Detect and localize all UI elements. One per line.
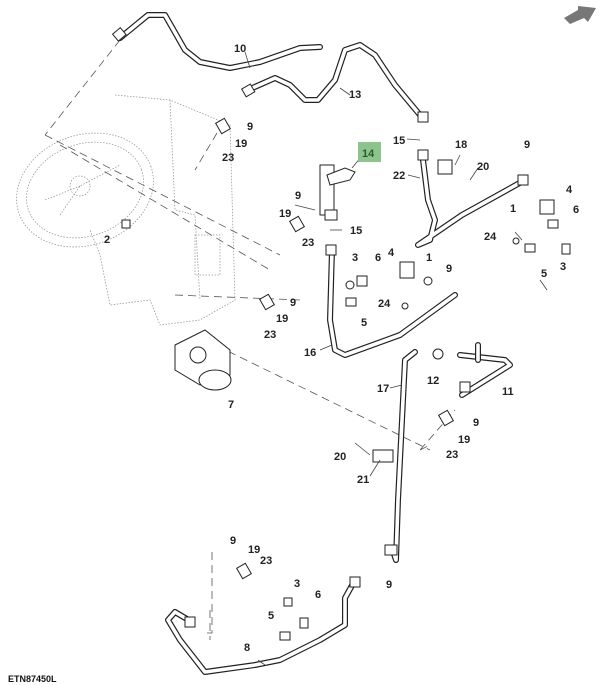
callout-19[interactable]: 19 xyxy=(458,434,470,446)
steering-column-ghost xyxy=(16,94,236,326)
callout-12[interactable]: 12 xyxy=(427,375,439,387)
callout-7[interactable]: 7 xyxy=(228,399,234,411)
callout-9[interactable]: 9 xyxy=(230,535,236,547)
tubes xyxy=(117,12,528,675)
callout-19[interactable]: 19 xyxy=(235,138,247,150)
callout-20[interactable]: 20 xyxy=(334,451,346,463)
callout-5[interactable]: 5 xyxy=(361,317,367,329)
fittings xyxy=(111,27,571,641)
callout-8[interactable]: 8 xyxy=(244,642,250,654)
callout-13[interactable]: 13 xyxy=(349,89,361,101)
callout-23[interactable]: 23 xyxy=(260,555,272,567)
callout-21[interactable]: 21 xyxy=(357,474,369,486)
callout-19[interactable]: 19 xyxy=(248,544,260,556)
callout-5[interactable]: 5 xyxy=(541,268,547,280)
figure-id-label: ETN87450L xyxy=(8,674,57,684)
callout-4[interactable]: 4 xyxy=(388,247,395,259)
callout-6[interactable]: 6 xyxy=(375,252,381,264)
callout-18[interactable]: 18 xyxy=(455,139,467,151)
callout-9[interactable]: 9 xyxy=(446,263,452,275)
callout-11[interactable]: 11 xyxy=(502,386,514,398)
callout-19[interactable]: 19 xyxy=(279,208,291,220)
callout-22[interactable]: 22 xyxy=(393,170,405,182)
callout-23[interactable]: 23 xyxy=(264,329,276,341)
callout-3[interactable]: 3 xyxy=(294,578,300,590)
callout-20[interactable]: 20 xyxy=(477,161,489,173)
arrow-up-right-icon[interactable] xyxy=(562,4,598,26)
callout-9[interactable]: 9 xyxy=(295,190,301,202)
callout-24[interactable]: 24 xyxy=(484,231,497,243)
callout-3[interactable]: 3 xyxy=(560,261,566,273)
callout-10[interactable]: 10 xyxy=(234,43,246,55)
callout-9[interactable]: 9 xyxy=(473,417,479,429)
routing-dashes xyxy=(44,39,456,640)
callout-4[interactable]: 4 xyxy=(566,184,573,196)
callout-14[interactable]: 14 xyxy=(362,148,375,160)
callout-16[interactable]: 16 xyxy=(304,347,316,359)
callout-9[interactable]: 9 xyxy=(524,139,530,151)
callout-1[interactable]: 1 xyxy=(510,203,516,215)
callout-6[interactable]: 6 xyxy=(315,589,321,601)
callout-23[interactable]: 23 xyxy=(302,237,314,249)
callout-2[interactable]: 2 xyxy=(104,234,110,246)
callouts: 10 13 9 19 23 14 15 18 20 22 9 1 4 6 24 … xyxy=(104,43,579,654)
callout-3[interactable]: 3 xyxy=(352,252,358,264)
callout-15[interactable]: 15 xyxy=(350,225,362,237)
callout-17[interactable]: 17 xyxy=(377,383,389,395)
callout-15[interactable]: 15 xyxy=(393,135,405,147)
callout-14-highlight[interactable]: 14 xyxy=(358,142,381,162)
callout-6[interactable]: 6 xyxy=(573,204,579,216)
callout-9[interactable]: 9 xyxy=(247,121,253,133)
callout-19[interactable]: 19 xyxy=(276,313,288,325)
callout-23[interactable]: 23 xyxy=(446,449,458,461)
callout-23[interactable]: 23 xyxy=(222,152,234,164)
callout-9[interactable]: 9 xyxy=(386,579,392,591)
callout-24[interactable]: 24 xyxy=(378,298,391,310)
callout-1[interactable]: 1 xyxy=(426,252,432,264)
callout-5[interactable]: 5 xyxy=(268,610,274,622)
callout-9[interactable]: 9 xyxy=(290,297,296,309)
